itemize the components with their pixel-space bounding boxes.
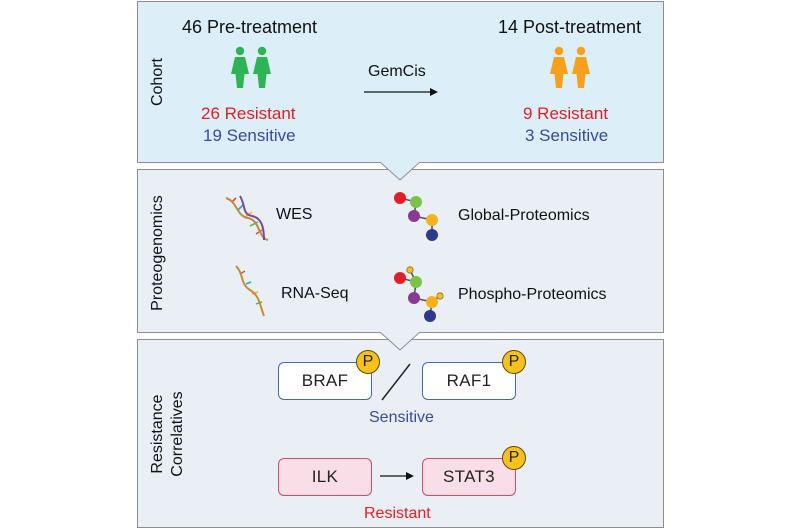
post-sensitive-count: 3 Sensitive	[525, 126, 609, 145]
flow-chevron-icon	[380, 332, 420, 351]
pre-sensitive-count: 19 Sensitive	[203, 126, 296, 145]
pre-treatment-title: 46 Pre-treatment	[182, 17, 318, 37]
dna-helix-icon	[225, 195, 269, 241]
activation-arrow-icon	[380, 472, 414, 480]
stat3-box: STAT3	[422, 458, 516, 496]
raf1-box: RAF1	[422, 362, 516, 400]
post-treatment-people-icon	[550, 46, 590, 88]
ilk-box: ILK	[278, 458, 372, 496]
resistance-panel	[137, 339, 664, 528]
flow-chevron-icon	[380, 162, 420, 181]
phospho-badge: P	[356, 350, 380, 374]
rna-strand-icon	[235, 265, 265, 317]
raf1-label: RAF1	[446, 371, 492, 390]
ilk-label: ILK	[311, 467, 339, 486]
phospho-proteomics-label: Phospho-Proteomics	[458, 286, 607, 303]
global-proteomics-label: Global-Proteomics	[458, 207, 590, 224]
protein-chain-icon	[394, 192, 438, 241]
resistant-group-label: Resistant	[364, 505, 431, 522]
treatment-label: GemCis	[368, 63, 426, 80]
resistance-label: Resistance Correlatives	[148, 374, 188, 494]
pre-treatment-people-icon	[231, 46, 271, 88]
treatment-arrow-icon	[364, 88, 438, 96]
rna-seq-label: RNA-Seq	[281, 285, 349, 302]
resistance-label-line2: Correlatives	[169, 391, 186, 477]
slash-divider	[381, 363, 411, 401]
stat3-label: STAT3	[443, 467, 495, 486]
phospho-badge: P	[502, 350, 526, 374]
wes-label: WES	[276, 206, 313, 223]
braf-label: BRAF	[301, 371, 349, 390]
post-treatment-title: 14 Post-treatment	[498, 17, 642, 37]
post-resistant-count: 9 Resistant	[523, 104, 609, 123]
proteogenomics-label: Proteogenomics	[149, 195, 166, 311]
phospho-badge: P	[502, 446, 526, 470]
phospho-protein-chain-icon	[394, 266, 444, 322]
pre-resistant-count: 26 Resistant	[201, 104, 296, 123]
cohort-label: Cohort	[149, 57, 166, 107]
braf-box: BRAF	[278, 362, 372, 400]
cohort-panel	[137, 1, 664, 163]
resistance-label-line1: Resistance	[149, 394, 166, 474]
sensitive-group-label: Sensitive	[369, 409, 434, 426]
